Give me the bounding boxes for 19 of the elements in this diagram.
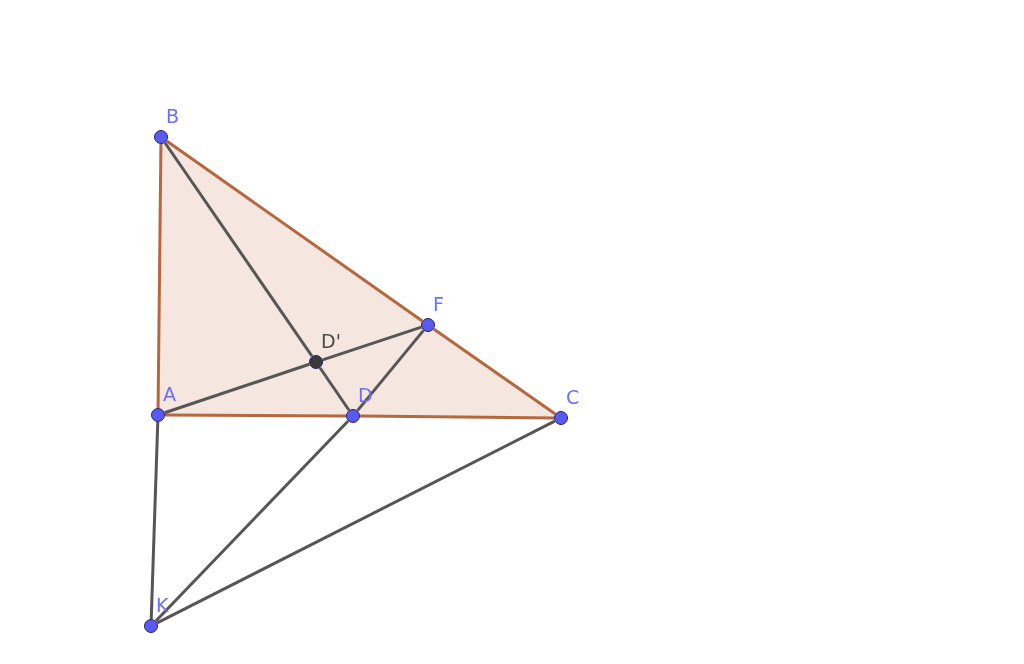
- line-segment: [318, 366, 351, 412]
- point-label: F: [433, 294, 444, 314]
- line-segment: [432, 327, 557, 416]
- line-segment: [156, 144, 163, 408]
- line-segment: [156, 419, 556, 625]
- line-segment: [322, 325, 422, 362]
- line-segment: [149, 421, 160, 620]
- point-label: A: [163, 384, 176, 404]
- line-segment: [154, 420, 350, 622]
- line-segment: [165, 413, 346, 418]
- point-label: K: [156, 595, 169, 615]
- line-segment: [164, 362, 310, 415]
- line-segment: [360, 414, 554, 420]
- point-label: D': [321, 331, 341, 351]
- line-segment: [163, 141, 314, 358]
- line-segment: [356, 329, 425, 412]
- point-label: B: [166, 106, 180, 126]
- point-label: C: [566, 387, 580, 407]
- line-segment: [165, 139, 424, 323]
